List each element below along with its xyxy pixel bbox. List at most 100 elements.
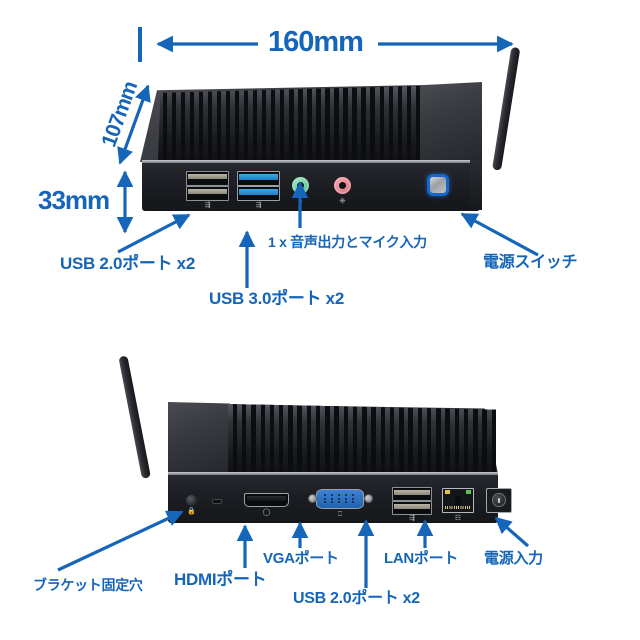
heatsink-fin xyxy=(185,86,190,162)
heatsink-fin xyxy=(338,86,344,162)
heatsink-fin xyxy=(347,86,353,162)
heatsink-fin xyxy=(302,86,308,162)
heatsink-fin-gap xyxy=(352,86,357,162)
heatsink-fin xyxy=(248,86,254,162)
usb-2-0-port-rear-2[interactable] xyxy=(392,501,432,515)
lan-led-right xyxy=(466,490,471,494)
wifi-antenna-front-view xyxy=(492,46,521,171)
heatsink-fin-gap xyxy=(343,86,348,162)
heatsink-fin-gap xyxy=(297,404,302,474)
heatsink-fin-gap xyxy=(298,86,303,162)
heatsink-fin-gap xyxy=(180,86,186,162)
heatsink-fin xyxy=(176,86,181,162)
chassis-right-block xyxy=(420,82,482,162)
heatsink-fin-gap xyxy=(417,404,423,474)
usb-2-0-port-front[interactable] xyxy=(186,171,229,186)
vga-screw-left xyxy=(308,494,317,503)
usb-3-0-port-front-2[interactable] xyxy=(237,186,280,201)
heatsink-fin xyxy=(357,404,363,474)
heatsink-fin-gap xyxy=(244,86,249,162)
leader-dc-input xyxy=(494,516,530,548)
usb-icon-rear: ⇶ xyxy=(409,515,415,522)
heatsink-fins-rear xyxy=(228,404,496,474)
power-switch-button[interactable] xyxy=(427,174,449,196)
heatsink-fin xyxy=(412,404,418,474)
heatsink-fin xyxy=(366,404,372,474)
heatsink-fin-gap xyxy=(251,404,256,474)
heatsink-fin-gap xyxy=(445,404,450,474)
callout-vga: VGAポート xyxy=(263,550,339,567)
heatsink-fin-gap xyxy=(288,404,293,474)
vga-pin xyxy=(330,501,333,503)
heatsink-fin-gap xyxy=(334,86,339,162)
usb-2-0-port-front-2[interactable] xyxy=(186,186,229,201)
width-dimension-label: 160mm xyxy=(268,26,364,58)
heatsink-fin xyxy=(212,86,217,162)
heatsink-fin-gap xyxy=(399,404,404,474)
heatsink-fin-gap xyxy=(315,404,321,474)
dc-power-input[interactable] xyxy=(486,488,512,513)
heatsink-fin xyxy=(329,86,335,162)
heatsink-fin xyxy=(311,86,317,162)
heatsink-fin xyxy=(365,86,371,162)
heatsink-fin-gap xyxy=(207,86,213,162)
heatsink-fin-gap xyxy=(415,86,420,162)
heatsink-fin-gap xyxy=(334,404,339,474)
heatsink-fin xyxy=(468,404,474,474)
heatsink-fin xyxy=(237,404,243,474)
vga-pin xyxy=(351,497,354,500)
heatsink-fin-gap xyxy=(306,404,312,474)
heatsink-fin xyxy=(375,404,381,474)
heatsink-fin xyxy=(348,404,353,474)
heatsink-fin xyxy=(221,86,226,162)
chassis-right-side-face xyxy=(470,160,482,210)
heatsink-fin xyxy=(230,86,235,162)
heatsink-fin-gap xyxy=(242,404,247,474)
heatsink-fin xyxy=(320,404,326,474)
front-view-unit: ⇶ ⇶ ♪ ⎈ xyxy=(140,46,521,240)
vga-icon: ⎕ xyxy=(337,511,343,518)
rear-io-panel: 🔒 ◯ ⎕ ⇶ xyxy=(168,475,512,523)
microphone-jack[interactable] xyxy=(334,177,351,194)
heatsink-fin xyxy=(194,86,199,162)
heatsink-fin-gap xyxy=(171,86,177,162)
vga-pin xyxy=(330,494,333,497)
lan-port[interactable] xyxy=(442,488,474,513)
heatsink-fin xyxy=(385,404,390,474)
heatsink-fin xyxy=(255,404,261,474)
heatsink-fin xyxy=(403,404,409,474)
lock-icon: 🔒 xyxy=(187,508,196,515)
heatsink-fin xyxy=(228,404,233,474)
callout-power-switch: 電源スイッチ xyxy=(483,254,578,271)
usb-2-0-port-rear[interactable] xyxy=(392,487,432,501)
heatsink-fin-gap xyxy=(325,86,330,162)
vga-port[interactable] xyxy=(316,489,364,509)
heatsink-fin xyxy=(301,404,307,474)
usb-icon-front-2-0: ⇶ xyxy=(204,202,211,209)
heatsink-fin-gap xyxy=(216,86,222,162)
chassis-left-block-rear xyxy=(168,402,230,474)
heatsink-fin-gap xyxy=(361,86,366,162)
wifi-antenna-rear-view xyxy=(118,355,151,479)
heatsink-fin-gap xyxy=(253,86,258,162)
headphone-jack[interactable] xyxy=(292,177,309,194)
hdmi-port[interactable] xyxy=(244,493,289,507)
hdmi-icon: ◯ xyxy=(262,509,271,516)
vga-pin xyxy=(330,497,333,500)
vga-pin xyxy=(351,494,354,497)
usb-3-0-port-front[interactable] xyxy=(237,171,280,186)
heatsink-fin-gap xyxy=(371,404,376,474)
rear-view-unit: 🔒 ◯ ⎕ ⇶ xyxy=(118,355,512,543)
heatsink-fin-gap xyxy=(482,404,487,474)
heatsink-fin xyxy=(158,86,163,162)
vga-pin xyxy=(323,494,326,497)
heatsink-fin-gap xyxy=(234,86,240,162)
heatsink-fin-gap xyxy=(436,404,441,474)
heatsink-fin xyxy=(239,86,244,162)
heatsink-fin xyxy=(356,86,362,162)
heatsink-fin-gap xyxy=(262,86,267,162)
heatsink-fin xyxy=(292,404,298,474)
callout-lan: LANポート xyxy=(384,550,459,567)
vga-pin xyxy=(337,494,340,497)
